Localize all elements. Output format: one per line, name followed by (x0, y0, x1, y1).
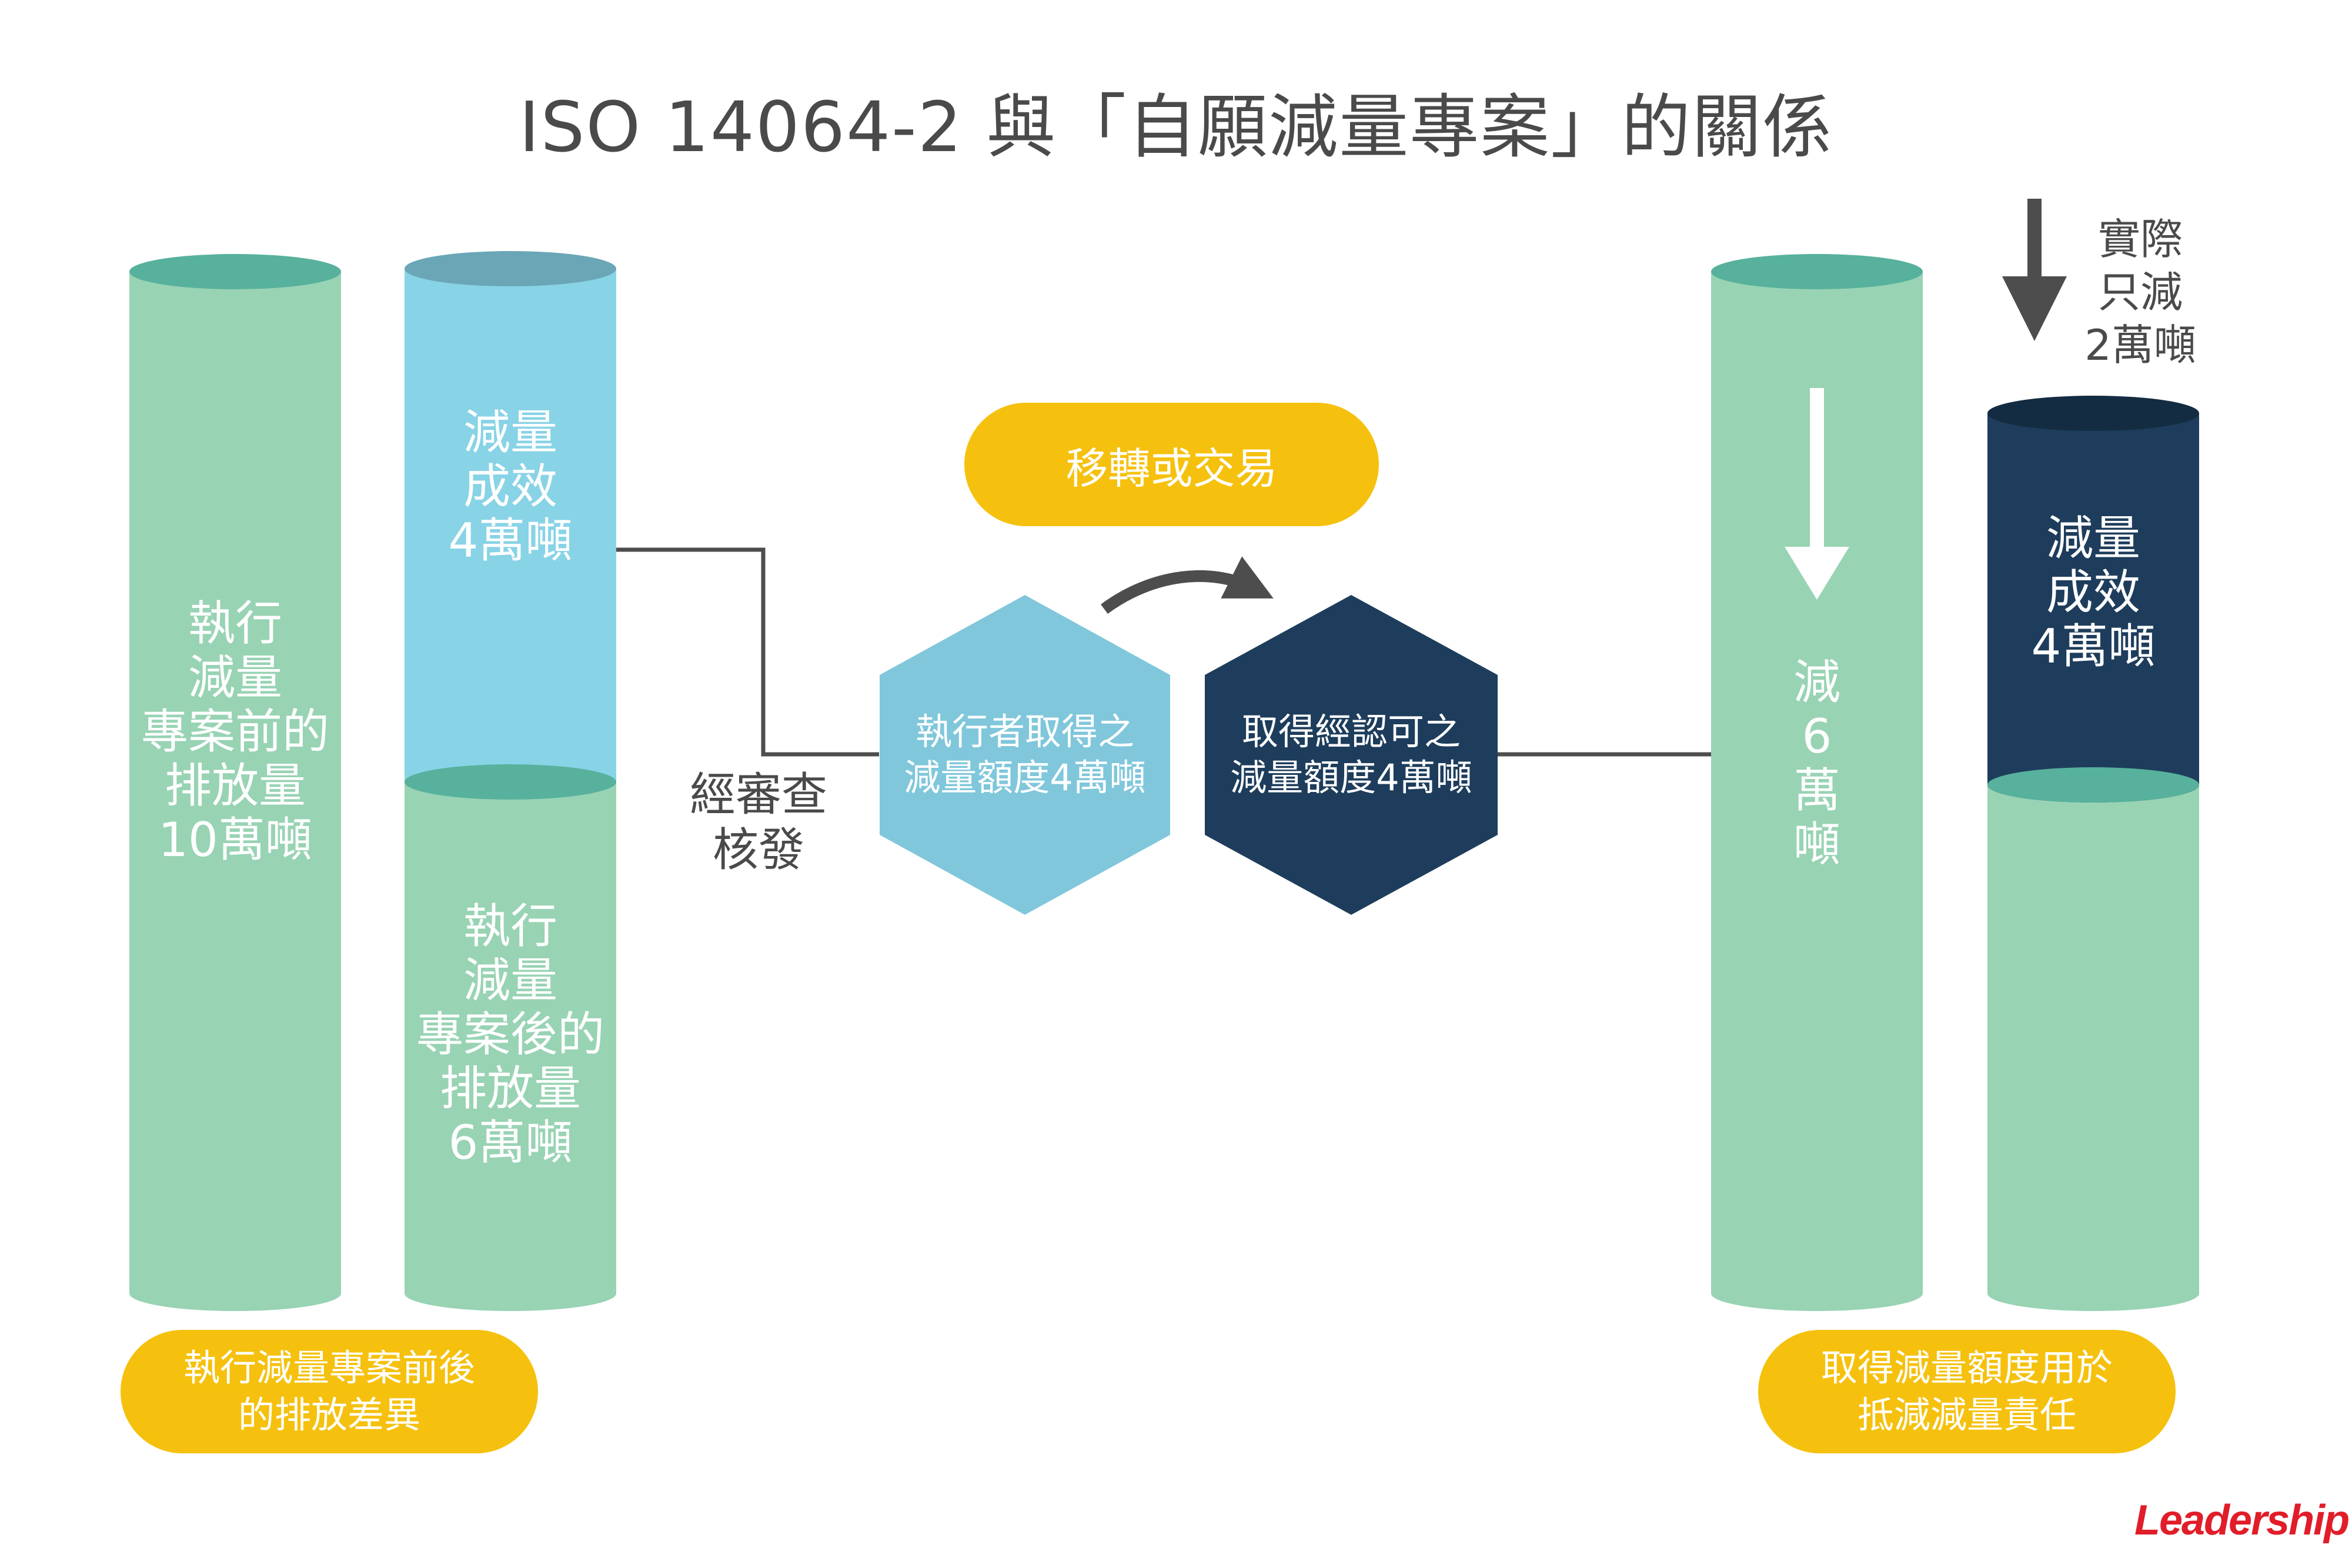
after-emissions-cylinder-top (405, 764, 616, 800)
actual-reduction-label: 實際 只減 2萬噸 (2084, 215, 2196, 370)
offset-responsibility-pill: 取得減量額度用於 抵減減量責任 (1758, 1330, 2176, 1453)
remaining-emissions-cylinder (1987, 785, 2199, 1311)
executor-credit-hexagon (880, 595, 1170, 915)
executor-credit-label: 執行者取得之 減量額度4萬噸 (904, 710, 1146, 799)
after-emissions-cylinder (405, 782, 616, 1311)
verification-label: 經審查 核發 (689, 768, 827, 877)
reduce-six-label: 減 6 萬 噸 (1793, 655, 1840, 872)
transfer-arrow-icon (1101, 556, 1274, 614)
down-arrow-icon (1785, 388, 1849, 600)
before-emissions-cylinder (129, 254, 341, 1311)
leadership-logo: Leadership (2134, 1497, 2350, 1544)
remaining-emissions-cylinder-top (1987, 767, 2199, 803)
offset-effect-label: 減量 成效 4萬噸 (2031, 511, 2156, 674)
transfer-pill: 移轉或交易 (964, 403, 1379, 526)
before-after-difference-pill: 執行減量專案前後 的排放差異 (121, 1330, 538, 1453)
reduction-effect-label: 減量 成效 4萬噸 (448, 405, 573, 568)
before-emissions-label: 執行 減量 專案前的 排放量 10萬噸 (141, 596, 329, 867)
actual-reduction-arrow-icon (2002, 199, 2067, 341)
page-title: ISO 14064-2 與「自願減量專案」的關係 (519, 86, 1833, 168)
buyer-credit-label: 取得經認可之 減量額度4萬噸 (1230, 710, 1472, 799)
verification-connector (616, 547, 879, 757)
after-emissions-label: 執行 減量 專案後的 排放量 6萬噸 (416, 899, 604, 1170)
buyer-credit-hexagon (1205, 595, 1498, 915)
